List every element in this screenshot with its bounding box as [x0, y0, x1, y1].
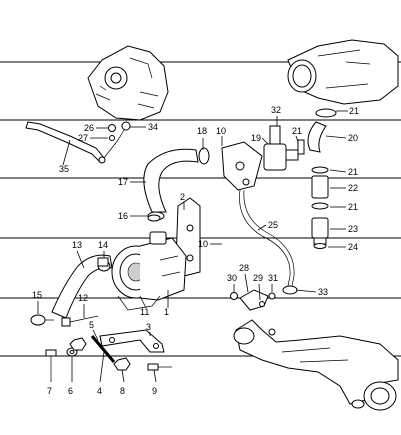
callout-5: 5 [89, 320, 94, 330]
callout-12: 12 [78, 293, 88, 303]
callout-27: 27 [78, 133, 88, 143]
callout-34: 34 [148, 122, 158, 132]
callout-33: 33 [318, 287, 328, 297]
callout-15: 15 [32, 290, 42, 300]
bracket-3 [99, 329, 165, 353]
callout-21-d: 21 [348, 202, 358, 212]
callout-32: 32 [271, 105, 281, 115]
callout-35: 35 [59, 164, 69, 174]
callout-18: 18 [197, 126, 207, 136]
filter-stack [311, 166, 329, 249]
clamp-14 [97, 257, 109, 267]
callout-23: 23 [348, 224, 358, 234]
callout-22: 22 [348, 183, 358, 193]
callout-2: 2 [180, 192, 185, 202]
callout-17: 17 [118, 177, 128, 187]
intake-housing-drawing [287, 39, 399, 105]
callout-29: 29 [253, 273, 263, 283]
callout-19: 19 [251, 133, 261, 143]
callout-11: 11 [140, 307, 149, 317]
callout-6: 6 [68, 386, 73, 396]
clamp-16 [147, 214, 161, 222]
pipe-25 [239, 189, 298, 295]
callout-14: 14 [98, 240, 108, 250]
bracket-28-31 [230, 289, 276, 311]
callout-9: 9 [152, 386, 157, 396]
callout-1: 1 [164, 307, 169, 317]
callout-25: 25 [268, 220, 278, 230]
valve-19-assembly [221, 125, 305, 191]
callout-21-a: 21 [292, 126, 302, 136]
line-assembly-35 [25, 121, 131, 164]
callout-28: 28 [239, 263, 249, 273]
callout-3: 3 [146, 322, 151, 332]
callout-26: 26 [84, 123, 94, 133]
fasteners-bottom [45, 335, 172, 380]
callout-16: 16 [118, 211, 128, 221]
callout-30: 30 [227, 273, 237, 283]
callout-10-top: 10 [216, 126, 226, 136]
callout-13: 13 [72, 240, 82, 250]
engine-block-drawing [87, 45, 169, 121]
callout-10-mid: 10 [198, 239, 208, 249]
callout-31: 31 [268, 273, 278, 283]
callout-8: 8 [120, 386, 125, 396]
callout-20: 20 [348, 133, 358, 143]
callout-21-c: 21 [348, 167, 358, 177]
leader-lines [37, 110, 348, 383]
exhaust-manifold [233, 319, 399, 411]
callout-4: 4 [97, 386, 102, 396]
hose-20 [307, 108, 337, 153]
callout-7: 7 [47, 386, 52, 396]
callout-24: 24 [348, 242, 358, 252]
clamp-15 [30, 314, 54, 326]
callout-21-b: 21 [349, 106, 359, 116]
air-pump-11 [111, 231, 187, 311]
callout-labels: 35 26 27 34 18 10 19 32 21 21 20 21 22 2… [32, 105, 359, 396]
bolt-12 [61, 315, 99, 327]
